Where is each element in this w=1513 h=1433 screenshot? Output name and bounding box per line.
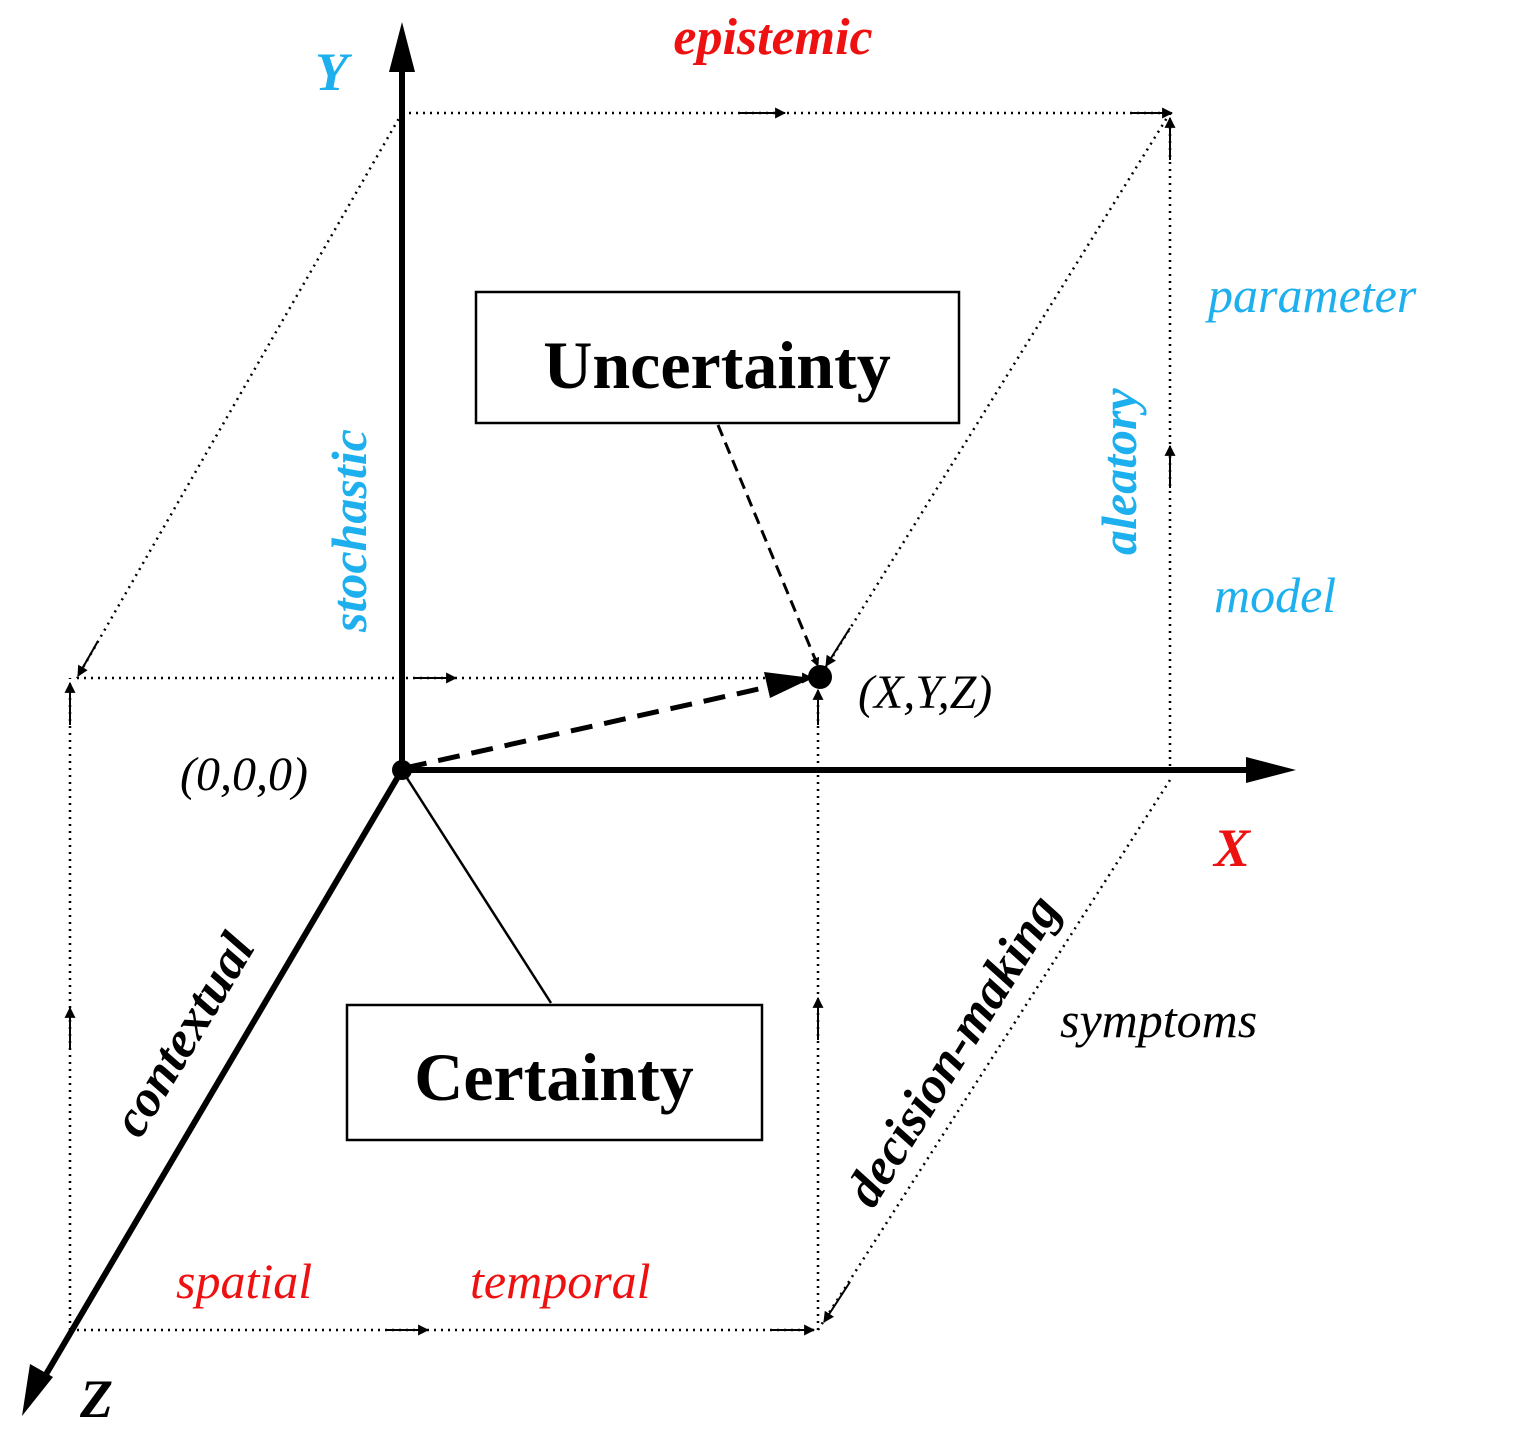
uncertainty-pointer	[716, 424, 820, 667]
epistemic-label: epistemic	[673, 9, 872, 66]
z-axis	[35, 768, 405, 1390]
y-axis-label: Y	[315, 42, 353, 102]
symptoms-label: symptoms	[1060, 992, 1257, 1048]
arrow-bottom-right-diagonal	[823, 1281, 851, 1323]
x-axis-arrowhead	[1246, 757, 1296, 783]
z-axis-arrowhead	[22, 1364, 53, 1416]
decision-making-label: decision-making	[835, 885, 1072, 1217]
contextual-label: contextual	[101, 923, 266, 1146]
spatial-label: spatial	[176, 1253, 312, 1309]
uncertainty-box	[474, 290, 961, 425]
stochastic-label: stochastic	[321, 429, 377, 633]
model-label: model	[1214, 567, 1336, 623]
point-label: (X,Y,Z)	[858, 666, 992, 719]
xyz-point	[808, 665, 832, 689]
arrow-top-left-diagonal	[77, 640, 99, 677]
origin-point	[392, 760, 412, 780]
certainty-label: Certainty	[414, 1039, 693, 1115]
temporal-label: temporal	[470, 1253, 651, 1309]
origin-to-point-arrowhead	[764, 672, 812, 698]
bottom-right-diagonal-edge	[816, 779, 1172, 1331]
parameter-label: parameter	[1205, 267, 1417, 323]
origin-label: (0,0,0)	[180, 748, 308, 801]
x-axis-label: X	[1212, 818, 1252, 878]
y-axis-arrowhead	[389, 22, 415, 72]
aleatory-label: aleatory	[1091, 388, 1147, 555]
z-axis-label: Z	[79, 1369, 113, 1429]
main-axes	[22, 22, 1296, 1416]
dotted-cube-edges	[68, 111, 1172, 1332]
arrow-top-right-diagonal	[825, 627, 851, 667]
origin-to-point-vector	[404, 679, 791, 771]
uncertainty-label: Uncertainty	[543, 327, 890, 403]
certainty-box	[345, 1003, 764, 1142]
certainty-pointer	[403, 774, 553, 1004]
